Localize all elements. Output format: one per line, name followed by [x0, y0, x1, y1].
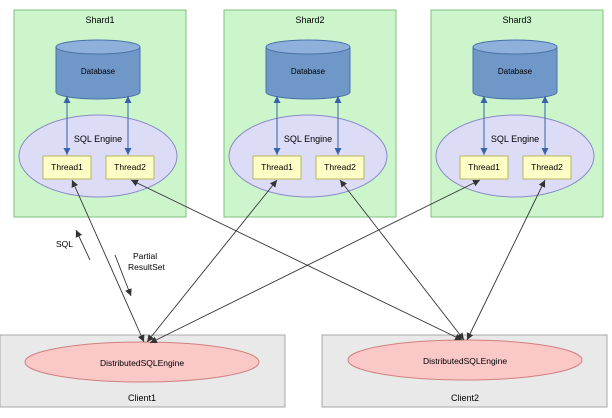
database-2: Database [265, 39, 351, 100]
shard-3-thread1-label: Thread1 [468, 162, 500, 172]
shard-2-title: Shard2 [295, 15, 324, 25]
database-1-label: Database [81, 67, 116, 76]
database-2-label: Database [291, 67, 326, 76]
client-1-engine [24, 341, 260, 383]
resultset-direction-arrow [114, 254, 132, 297]
annotation-partial-resultset: Partial ResultSet [114, 251, 165, 297]
shard-3: Shard3 Database SQL Engine Thread1 Threa… [430, 9, 604, 218]
shard-1-thread2 [105, 155, 155, 180]
shard-2-thread2 [315, 155, 365, 180]
client-2: DistributedSQLEngine Client2 [321, 334, 608, 408]
conn-shard3-thread2-client2 [466, 179, 546, 341]
client-2-engine-label: DistributedSQLEngine [423, 356, 507, 366]
database-3-label: Database [498, 67, 533, 76]
shard-3-thread1 [459, 155, 509, 180]
sql-engine-2-label: SQL Engine [284, 134, 332, 144]
shard-1-title: Shard1 [85, 15, 114, 25]
database-1: Database [55, 39, 141, 100]
shard-3-thread2-label: Thread2 [531, 162, 563, 172]
shard-1-thread2-label: Thread2 [114, 162, 146, 172]
resultset-label: ResultSet [128, 262, 165, 272]
client-2-title: Client2 [451, 393, 479, 403]
conn-shard3-thread1-client1 [149, 179, 481, 344]
database-3: Database [472, 39, 558, 100]
sql-engine-3-label: SQL Engine [491, 134, 539, 144]
shard-1: Shard1 Database SQL Engine Thread1 Threa… [13, 9, 187, 218]
shard-2-thread1-label: Thread1 [261, 162, 293, 172]
partial-label: Partial [133, 251, 157, 261]
shard-1-thread1-label: Thread1 [51, 162, 83, 172]
client-1: DistributedSQLEngine Client1 [0, 334, 286, 408]
shard-1-thread1 [42, 155, 92, 180]
connections [71, 179, 546, 344]
shard-3-thread2 [522, 155, 572, 180]
shard-3-title: Shard3 [502, 15, 531, 25]
client-1-engine-label: DistributedSQLEngine [100, 358, 184, 368]
sql-label: SQL [56, 239, 73, 249]
client-1-title: Client1 [128, 393, 156, 403]
sql-direction-arrow [75, 229, 91, 261]
shard-2-thread2-label: Thread2 [324, 162, 356, 172]
annotation-sql: SQL [56, 229, 91, 261]
shard-2-thread1 [252, 155, 302, 180]
sql-engine-1-label: SQL Engine [74, 134, 122, 144]
shard-2: Shard2 Database SQL Engine Thread1 Threa… [223, 9, 397, 218]
